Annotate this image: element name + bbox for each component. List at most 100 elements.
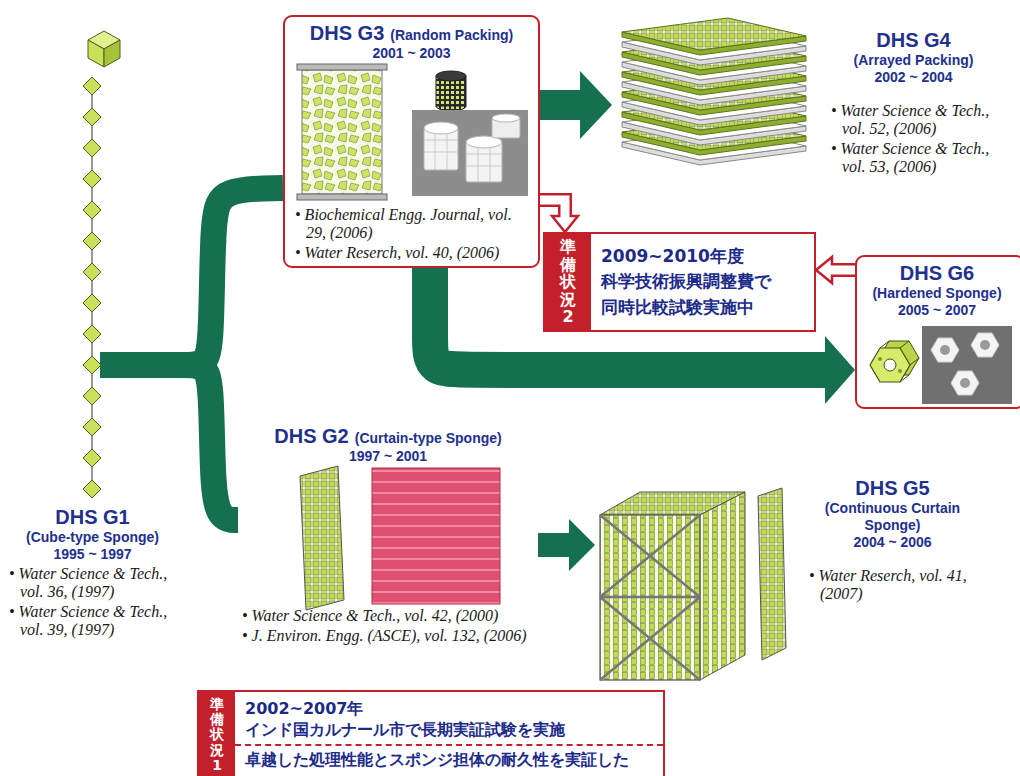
status-tab-label: 準備状況2 xyxy=(560,238,576,326)
reference-citation: • Water Science & Tech., vol. 39, (1997) xyxy=(9,603,180,639)
curtain-sponge xyxy=(758,488,786,660)
text-row: • Water Reserch, vol. 40, (2006) xyxy=(291,244,532,262)
arrow-shaft xyxy=(180,188,283,365)
text-row: • Water Reserch, vol. 41, (2007) xyxy=(805,567,980,603)
text-row: 2001 ~ 2003 xyxy=(291,45,532,62)
figure-space xyxy=(238,465,538,605)
carrier-hole xyxy=(940,345,950,355)
arrow-shaft-inner xyxy=(829,266,855,275)
curtain-photo xyxy=(372,468,500,604)
generation-block: DHS G5(Continuous Curtain Sponge)2004 ~ … xyxy=(595,470,1005,682)
generation-title: DHS G1 xyxy=(5,505,180,529)
figure-space xyxy=(291,62,532,204)
cube-left xyxy=(88,40,104,67)
reference-citation: • Water Science & Tech., vol. 52, (2006) xyxy=(831,102,1000,138)
generation-block: DHS G4(Arrayed Packing)2002 ~ 2004 • Wate… xyxy=(612,8,1012,178)
reference-citation: • Water Science & Tech., vol. 36, (1997) xyxy=(9,565,180,601)
figure-space xyxy=(827,86,1000,100)
text-row: 1997 ~ 2001 xyxy=(238,448,538,465)
figure-space xyxy=(5,27,180,505)
carrier-photo xyxy=(412,110,528,196)
flow-arrow xyxy=(180,365,238,520)
arrow-shaft-inner xyxy=(540,200,565,219)
period-years: 1997 ~ 2001 xyxy=(238,448,538,465)
text-row: • Biochemical Engg. Journal, vol. 29, (2… xyxy=(291,206,532,242)
reference-citation: • J. Environ. Engg. (ASCE), vol. 132, (2… xyxy=(242,627,538,645)
flow-arrow xyxy=(538,519,595,571)
hardened-sponge-figure xyxy=(870,326,1012,404)
packing-type: (Hardened Sponge) xyxy=(863,285,1011,302)
curtain-sponge xyxy=(300,466,344,610)
generation-title: DHS G5 xyxy=(805,476,980,500)
reference-citation: • Biochemical Engg. Journal, vol. 29, (2… xyxy=(295,206,532,242)
status-note: 2002~2007年 インド国カルナール市で長期実証試験を実施 xyxy=(245,699,653,741)
period-years: 2005 ~ 2007 xyxy=(863,302,1011,319)
text-row: DHS G6 xyxy=(863,261,1011,285)
generation-title: DHS G2 xyxy=(274,425,348,447)
text-row: • Water Science & Tech., vol. 52, (2006) xyxy=(827,102,1000,138)
reference-citation: • Water Reserch, vol. 41, (2007) xyxy=(809,567,980,603)
sponge-cube xyxy=(83,387,101,405)
text-row: (Arrayed Packing) xyxy=(827,52,1000,69)
arrow-shaft xyxy=(180,365,238,520)
reference-citation: • Water Science & Tech., vol. 53, (2006) xyxy=(831,140,1000,176)
period-years: 2004 ~ 2006 xyxy=(805,534,980,551)
generation-box: DHS G3(Random Packing)2001 ~ 2003 • Bioch… xyxy=(283,15,540,268)
text-column: DHS G4(Arrayed Packing)2002 ~ 2004 • Wate… xyxy=(827,10,1012,176)
random-packing-figure xyxy=(297,64,528,200)
packing-type: (Continuous Curtain Sponge) xyxy=(805,500,980,534)
status-box: 準備状況1 2002~2007年 インド国カルナール市で長期実証試験を実施卓越した… xyxy=(197,690,665,776)
sponge-cube xyxy=(83,263,101,281)
carrier-hole xyxy=(884,359,896,371)
text-row: 1995 ~ 1997 xyxy=(5,546,180,563)
generation-title: DHS G6 xyxy=(863,261,1011,285)
generation-block: DHS G1(Cube-type Sponge)1995 ~ 1997 • Wat… xyxy=(5,25,180,641)
status-body: 2009~2010年度 科学技術振興調整費で 同時比較試験実施中 xyxy=(591,234,814,330)
carrier-hole xyxy=(878,357,882,361)
sponge-cube xyxy=(83,356,101,374)
text-row: 2005 ~ 2007 xyxy=(863,302,1011,319)
sponge-cube xyxy=(83,449,101,467)
packing-type: (Cube-type Sponge) xyxy=(5,529,180,546)
generation-block: DHS G2(Curtain-type Sponge)1997 ~ 2001• … xyxy=(238,422,538,647)
reactor-brace xyxy=(600,515,700,680)
text-column: DHS G5(Continuous Curtain Sponge)2004 ~ … xyxy=(805,472,1005,603)
generation-title: DHS G4 xyxy=(827,28,1000,52)
hex-nut xyxy=(931,338,959,362)
period-years: 1995 ~ 1997 xyxy=(5,546,180,563)
packing-type: (Arrayed Packing) xyxy=(827,52,1000,69)
text-row: DHS G3(Random Packing) xyxy=(291,21,532,45)
status-box: 準備状況2 2009~2010年度 科学技術振興調整費で 同時比較試験実施中 xyxy=(543,232,816,332)
arrowhead xyxy=(580,71,612,139)
continuous-curtain-figure xyxy=(600,488,786,680)
carrier-hole xyxy=(960,378,970,388)
status-note: 卓越した処理性能とスポンジ担体の耐久性を実証した xyxy=(245,750,653,771)
hex-carrier-front xyxy=(870,348,910,382)
carrier-hole xyxy=(898,369,902,373)
reference-citation: • Water Reserch, vol. 40, (2006) xyxy=(295,244,532,262)
flow-arrow xyxy=(540,71,612,139)
period-years: 2002 ~ 2004 xyxy=(827,69,1000,86)
sponge-cube xyxy=(83,418,101,436)
flow-arrow xyxy=(540,200,578,232)
sponge-cube xyxy=(83,232,101,250)
packed-column xyxy=(302,70,382,194)
figure-space xyxy=(863,319,1011,403)
cube-right xyxy=(104,40,120,67)
text-row: DHS G5 xyxy=(805,476,980,500)
hex-nut xyxy=(971,333,999,357)
status-note: 2009~2010年度 科学技術振興調整費で 同時比較試験実施中 xyxy=(601,244,804,321)
carrier-piece xyxy=(424,122,458,134)
packing-type: (Random Packing) xyxy=(390,27,513,43)
sponge-cube xyxy=(83,201,101,219)
text-row: (Hardened Sponge) xyxy=(863,285,1011,302)
status-tab-label: 準備状況1 xyxy=(210,697,224,774)
sponge-cube xyxy=(83,77,101,95)
sponge-cube xyxy=(83,108,101,126)
text-row: • Water Science & Tech., vol. 53, (2006) xyxy=(827,140,1000,176)
text-row: DHS G1 xyxy=(5,505,180,529)
text-row: • Water Science & Tech., vol. 39, (1997) xyxy=(5,603,180,639)
column-plate xyxy=(297,194,387,200)
hex-nut xyxy=(951,371,979,395)
